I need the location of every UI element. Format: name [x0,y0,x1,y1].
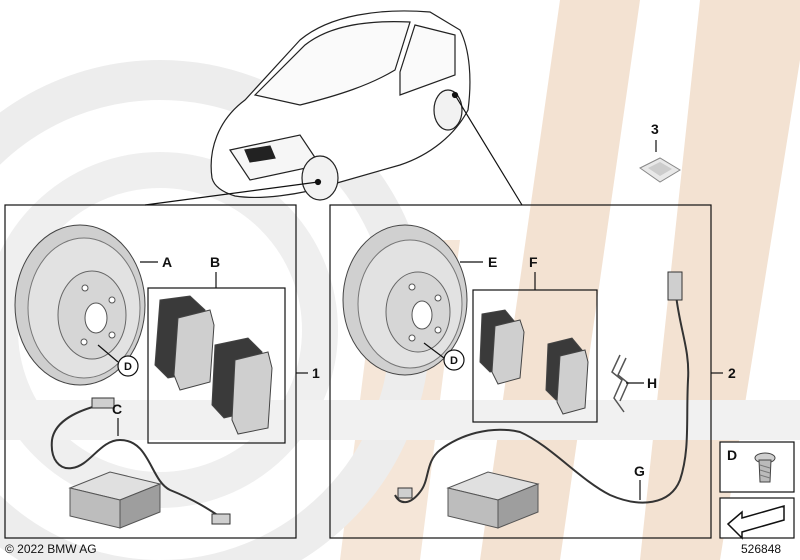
kit-1-frame [4,204,297,539]
leader-lines [144,91,523,206]
label-3: 3 [651,121,659,137]
label-d-2: D [450,355,458,367]
label-d-circle-2 [443,349,465,371]
catalog-arrow-icon [726,505,785,540]
label-d-bolt: D [727,447,737,463]
kit-2-number: 2 [728,365,736,381]
bolt-d-icon [754,452,776,483]
brake-pads-b [154,295,273,435]
bolt-d-frame [719,441,795,493]
label-d-circle-1 [117,355,139,377]
label-c: C [112,401,122,417]
label-e: E [488,254,497,270]
brake-disc-a [14,224,146,386]
label-d-1: D [124,361,132,373]
wear-sensor-c [50,397,231,525]
brake-pads-f [479,309,589,415]
clip-h [611,354,629,413]
kit-1-number: 1 [312,365,320,381]
drawing-number: 526848 [741,542,781,556]
parts-box-2 [446,471,540,529]
wear-sensor-g [394,271,690,504]
label-h: H [647,375,657,391]
label-g: G [634,463,645,479]
label-f: F [529,254,538,270]
parts-box-1 [68,471,162,529]
label-a: A [162,254,172,270]
car-illustration [210,10,471,201]
label-b: B [210,254,220,270]
assembly-paste-sachet [639,157,681,183]
copyright-text: © 2022 BMW AG [5,542,97,556]
brake-disc-e [342,224,468,376]
kit-2-frame [329,204,712,539]
